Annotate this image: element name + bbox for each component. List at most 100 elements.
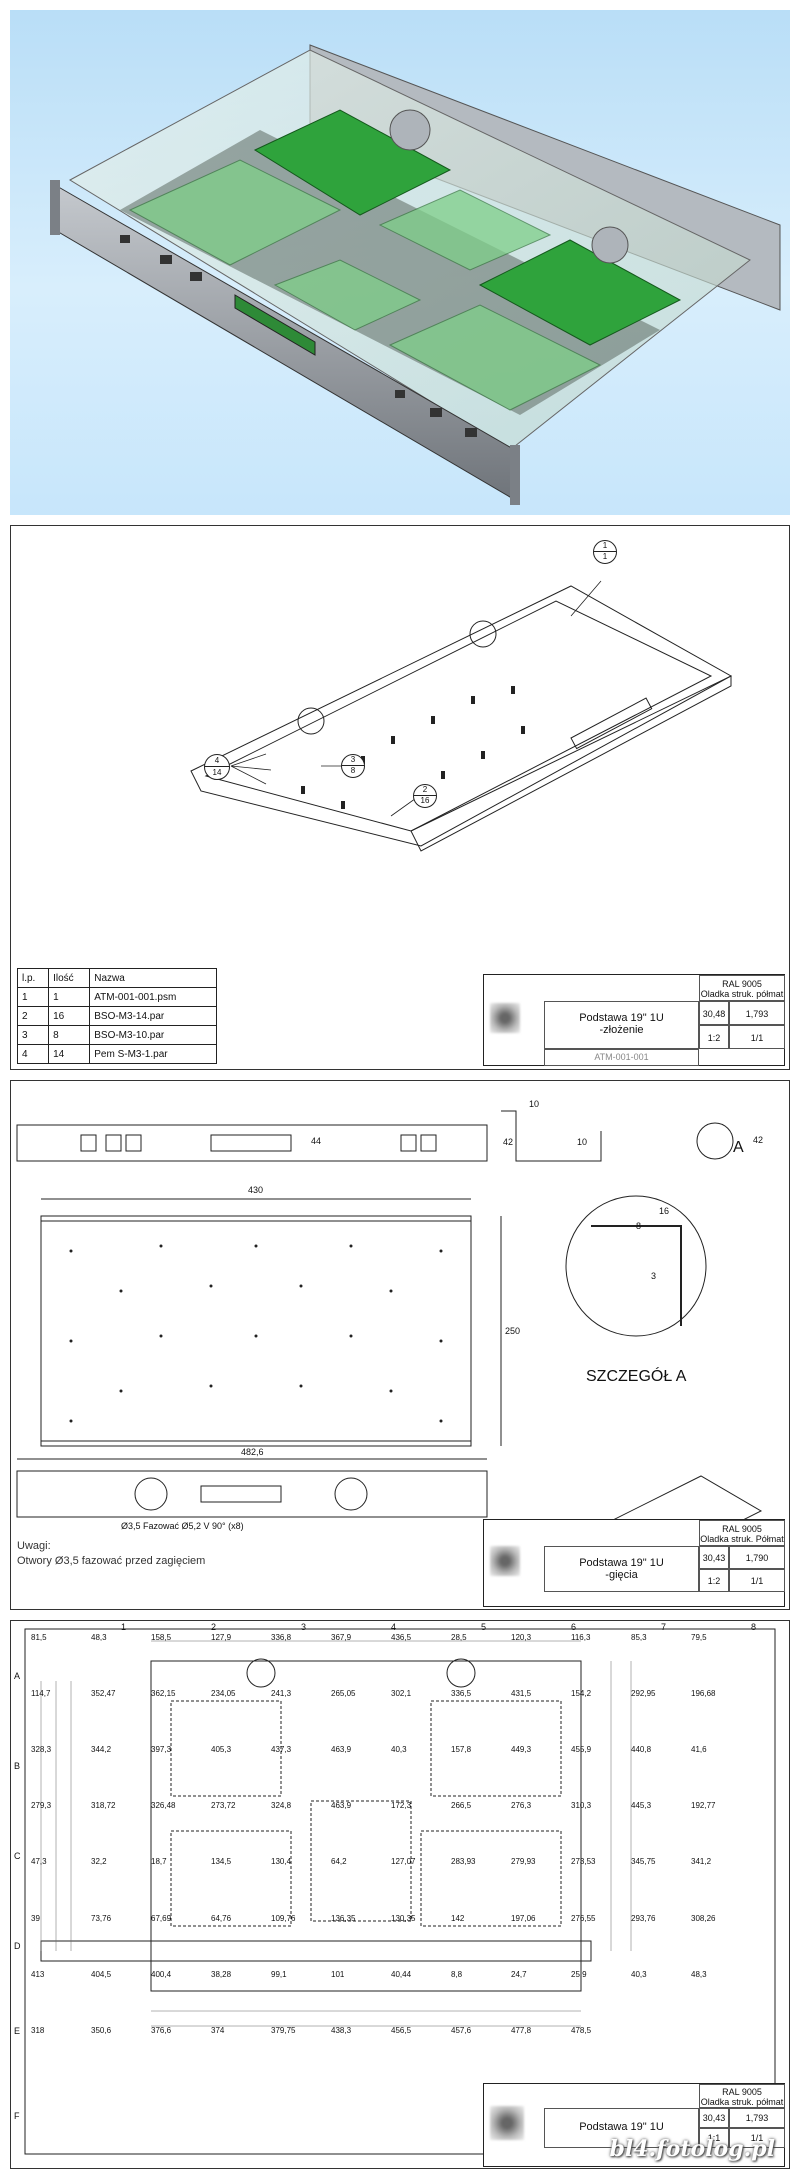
dimension-label: 157,8 [451,1745,472,1755]
dimension-drawing [24,1628,776,2155]
dimension-label: 367,9 [331,1633,352,1642]
front-slot [570,697,653,750]
grid-row-label: E [14,2026,21,2036]
dimension-label: 318,72 [91,1801,116,1811]
fan-icon [591,226,629,264]
dimension-label: 336,5 [451,1689,472,1699]
detail-circle [565,1195,707,1337]
dimension-label: 85,3 [631,1633,647,1642]
grid-col-label: 5 [481,1622,487,1632]
dimension-label: 109,76 [271,1913,296,1923]
connector-icon [190,272,202,281]
dimension-label: 404,5 [91,1969,112,1979]
pcb-area [310,1800,412,1922]
dimension-label: 32,2 [91,1857,107,1867]
dimension-label: 457,6 [451,2025,472,2035]
dimension-label: 310,3 [571,1801,592,1811]
dimension-label: 440,8 [631,1745,652,1755]
company-logo [490,2106,524,2140]
dimension-label: 73,76 [91,1913,112,1923]
dimension-label: 279,3 [31,1801,52,1811]
dimension-label: 341,2 [691,1857,712,1867]
dimension-label: 431,5 [511,1689,532,1699]
dim-flange: 42 [503,1137,514,1147]
dimension-label: 81,5 [31,1633,47,1642]
front-cutout [420,1134,437,1152]
dimension-label: 273,72 [211,1801,236,1811]
dimension-label: 292,95 [631,1689,656,1699]
dimension-label: 18,7 [151,1857,167,1867]
fan-icon [389,109,431,151]
dimension-label: 436,5 [391,1633,412,1642]
fan-cutout [246,1658,276,1688]
dimension-label: 101 [331,1969,345,1979]
dimension-label: 276,3 [511,1801,532,1811]
front-slot [210,1134,292,1152]
dimension-label: 28,5 [451,1633,467,1642]
pcb-area [170,1830,292,1927]
front-cutout [80,1134,97,1152]
dimension-label: 234,05 [211,1689,236,1699]
dimension-label: 379,75 [271,2025,296,2035]
dim-flange: 10 [577,1137,588,1147]
dimension-label: 397,3 [151,1745,172,1755]
grid-col-label: 6 [571,1622,577,1632]
company-logo [490,1546,520,1576]
detail-marker: A [733,1139,744,1156]
standoff [441,771,445,779]
dimension-label: 172,3 [391,1801,412,1811]
hole-note: Ø3,5 Fazować Ø5,2 V 90° (x8) [121,1521,244,1531]
grid-row-label: B [14,1761,21,1771]
assembly-inner [204,600,713,832]
front-cutout [105,1134,122,1152]
dimension-label: 127,07 [391,1857,416,1867]
dimension-label: 196,68 [691,1689,716,1699]
dimension-label: 445,3 [631,1801,652,1811]
dimension-label: 456,5 [391,2025,412,2035]
grid-col-label: 8 [751,1622,757,1632]
dimension-label: 276,55 [571,1913,596,1923]
dimension-label: 437,3 [271,1745,292,1755]
dim-inner: 44 [311,1136,322,1146]
grid-row-label: A [14,1671,21,1681]
connector-icon [120,235,130,243]
dimension-label: 114,7 [31,1689,51,1699]
grid-col-label: 4 [391,1622,397,1632]
dim-detail: 8 [636,1221,642,1231]
grid-row-label: F [14,2111,20,2121]
fan-cutout [469,620,497,648]
dimension-label: 293,76 [631,1913,656,1923]
standoff [431,716,435,724]
side-profile [501,1110,602,1162]
dimension-label: 449,3 [511,1745,532,1755]
notes: Uwagi: Otwory Ø3,5 fazować przed zagięci… [17,1540,206,1567]
dim-width-total: 482,6 [241,1447,264,1457]
bottom-view [16,1470,488,1518]
pcb-area [170,1700,282,1797]
dimension-label: 127,9 [211,1633,232,1642]
sheet-frame [24,1628,776,2155]
dimension-label: 308,26 [691,1913,716,1923]
dim-flange: 10 [529,1099,540,1109]
dimension-label: 130,35 [391,1913,416,1923]
pcb-board [378,189,552,271]
dimension-label: 40,44 [391,1969,412,1979]
hole-cutout [134,1477,168,1511]
pcb-board [128,159,342,266]
connector-icon [395,390,405,398]
front-cutout [400,1134,417,1152]
connector-icon [430,408,442,417]
grid-col-label: 7 [661,1622,667,1632]
dimension-label: 116,3 [571,1633,591,1642]
dimension-label: 120,3 [511,1633,532,1642]
hole-cutout [334,1477,368,1511]
dimension-label: 48,3 [691,1969,707,1979]
dimension-label: 345,75 [631,1857,656,1867]
